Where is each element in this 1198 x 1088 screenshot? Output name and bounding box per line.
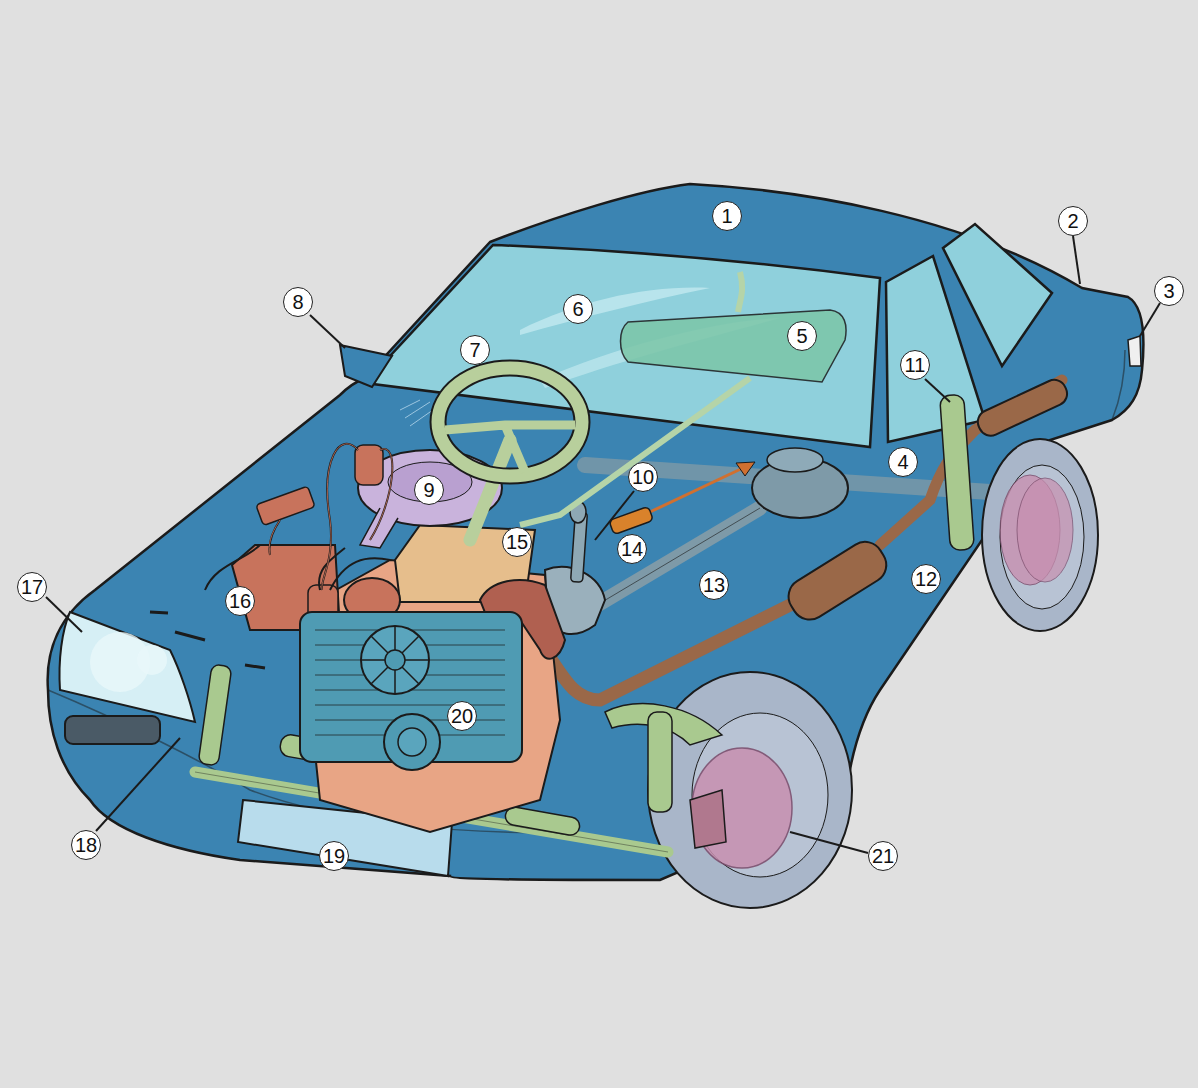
leader-line	[790, 832, 868, 853]
handbrake-lever	[609, 506, 654, 534]
callout-number: 6	[563, 294, 593, 324]
callout-number: 14	[617, 534, 647, 564]
rear-drum	[1017, 478, 1073, 582]
side-mirror	[340, 345, 392, 387]
tail-light	[1128, 336, 1141, 366]
callout-number: 18	[71, 830, 101, 860]
callout-number: 7	[460, 335, 490, 365]
wires	[205, 444, 392, 590]
rear-wheel	[982, 439, 1098, 631]
leader-line	[310, 315, 345, 348]
cooling-fan	[361, 626, 429, 694]
callout-number: 16	[225, 586, 255, 616]
air-intake	[360, 508, 398, 548]
headlight-lens	[137, 645, 167, 675]
callout-number: 1	[712, 201, 742, 231]
callout-number: 12	[911, 564, 941, 594]
callout-number: 9	[414, 475, 444, 505]
callout-number: 8	[283, 287, 313, 317]
steering-wheel	[438, 368, 582, 476]
rear-rim	[1000, 465, 1084, 609]
callout-number: 20	[447, 701, 477, 731]
callout-number: 10	[628, 462, 658, 492]
front-strut	[198, 664, 232, 766]
pulley	[384, 714, 440, 770]
fan-blades	[361, 626, 429, 694]
shock-absorber	[940, 394, 975, 550]
differential-cover	[767, 448, 823, 472]
pulley-hub	[398, 728, 426, 756]
callout-number: 11	[900, 350, 930, 380]
rack-boot	[504, 806, 581, 837]
leader-line	[595, 491, 634, 540]
airbag-tube	[738, 272, 742, 312]
steering-column	[470, 440, 510, 540]
leader-line	[925, 379, 950, 402]
leader-line	[1073, 236, 1080, 284]
leader-lines	[46, 236, 1160, 853]
trunk-line	[1112, 350, 1125, 420]
cable-arrowhead	[736, 462, 755, 476]
steering-spokes	[445, 425, 575, 472]
rear-window	[943, 224, 1052, 366]
rear-muffler	[974, 376, 1071, 440]
fan-hub	[385, 650, 405, 670]
brake-caliper	[690, 790, 726, 848]
front-strut	[648, 712, 672, 812]
callout-number: 4	[888, 447, 918, 477]
callout-number: 19	[319, 841, 349, 871]
callout-number: 2	[1058, 206, 1088, 236]
ignition-module	[256, 486, 315, 525]
airbag-module	[621, 310, 847, 382]
steering-wheel-outline	[438, 368, 582, 476]
ignition-coil	[355, 445, 383, 485]
wire-core	[269, 444, 392, 590]
airbag-tube	[520, 378, 750, 525]
callout-number: 21	[868, 841, 898, 871]
callout-number: 5	[787, 321, 817, 351]
leader-line	[96, 738, 180, 831]
callout-number: 13	[699, 570, 729, 600]
front-wheel	[648, 672, 852, 908]
leader-line	[1140, 303, 1160, 336]
muffler	[782, 535, 893, 626]
callout-number: 17	[17, 572, 47, 602]
callout-number: 3	[1154, 276, 1184, 306]
handbrake-cable	[650, 467, 745, 512]
callout-number: 15	[502, 527, 532, 557]
radiator	[300, 612, 522, 762]
car-body	[48, 184, 1144, 880]
background	[8, 8, 1190, 1080]
leader-line	[46, 597, 82, 632]
fog-light	[65, 716, 160, 744]
